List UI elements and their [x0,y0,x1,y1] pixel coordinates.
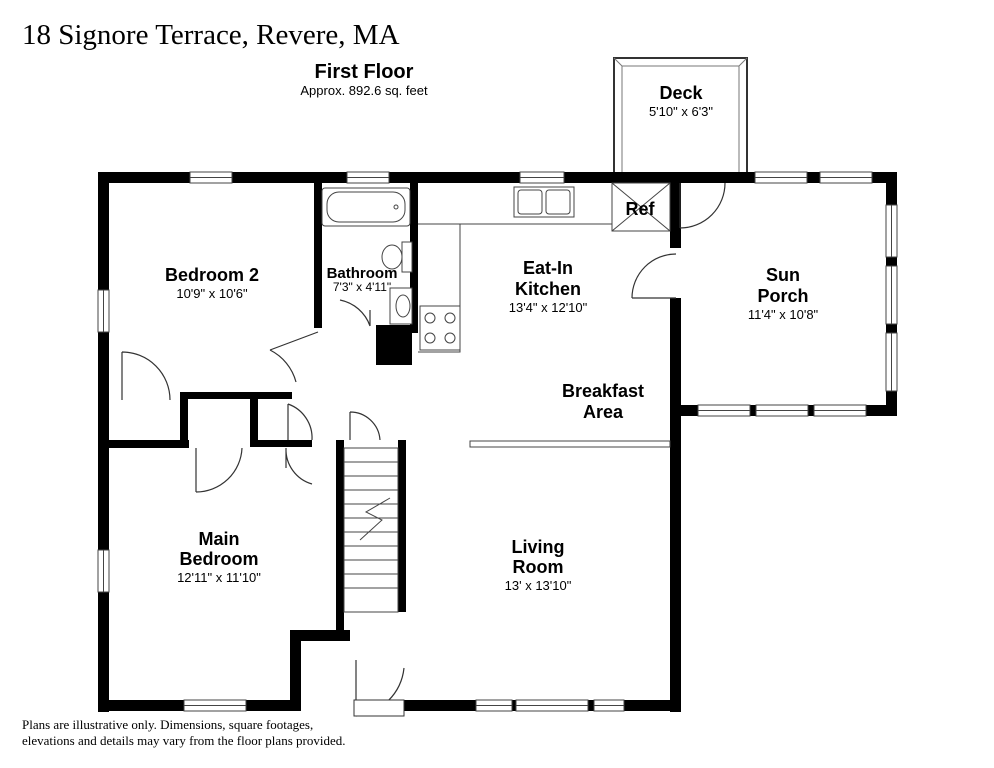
living-name-1: Living [512,537,565,557]
deck-dims: 5'10" x 6'3" [649,104,713,119]
breakfast-name-1: Breakfast [562,381,644,401]
half-wall [469,440,671,448]
kitchen-name-1: Eat-In [523,258,573,278]
sunporch-name-1: Sun [766,265,800,285]
bedroom2-dims: 10'9" x 10'6" [176,286,248,301]
sunporch-dims: 11'4" x 10'8" [748,307,819,322]
living-dims: 13' x 13'10" [505,578,572,593]
kitchen-dims: 13'4" x 12'10" [509,300,588,315]
deck [613,57,748,175]
bedroom2-name: Bedroom 2 [165,265,259,285]
bathroom-fixtures [321,187,413,325]
kitchen-name-2: Kitchen [515,279,581,299]
living-name-2: Room [513,557,564,577]
sunporch-name-2: Porch [757,286,808,306]
front-door [353,699,405,717]
kitchen-fixtures [418,182,671,353]
bathroom-name: Bathroom [327,265,398,282]
room-labels: Deck 5'10" x 6'3" Bedroom 2 10'9" x 10'6… [165,83,819,593]
stairs [343,447,399,613]
bathroom-dims: 7'3" x 4'11" [333,280,391,294]
deck-name: Deck [659,83,703,103]
main-bedroom-dims: 12'11" x 11'10" [177,570,261,585]
floor-area: Approx. 892.6 sq. feet [300,83,428,98]
floor-name: First Floor [315,61,414,83]
main-bedroom-name-2: Bedroom [179,549,258,569]
ref-label: Ref [625,199,655,219]
doors [121,182,726,717]
interior-walls [109,183,681,630]
windows [97,171,898,712]
property-title: 18 Signore Terrace, Revere, MA [22,19,400,51]
disclaimer-line1: Plans are illustrative only. Dimensions,… [22,717,313,732]
breakfast-name-2: Area [583,402,624,422]
disclaimer-line2: elevations and details may vary from the… [22,733,345,748]
main-bedroom-name-1: Main [198,529,239,549]
